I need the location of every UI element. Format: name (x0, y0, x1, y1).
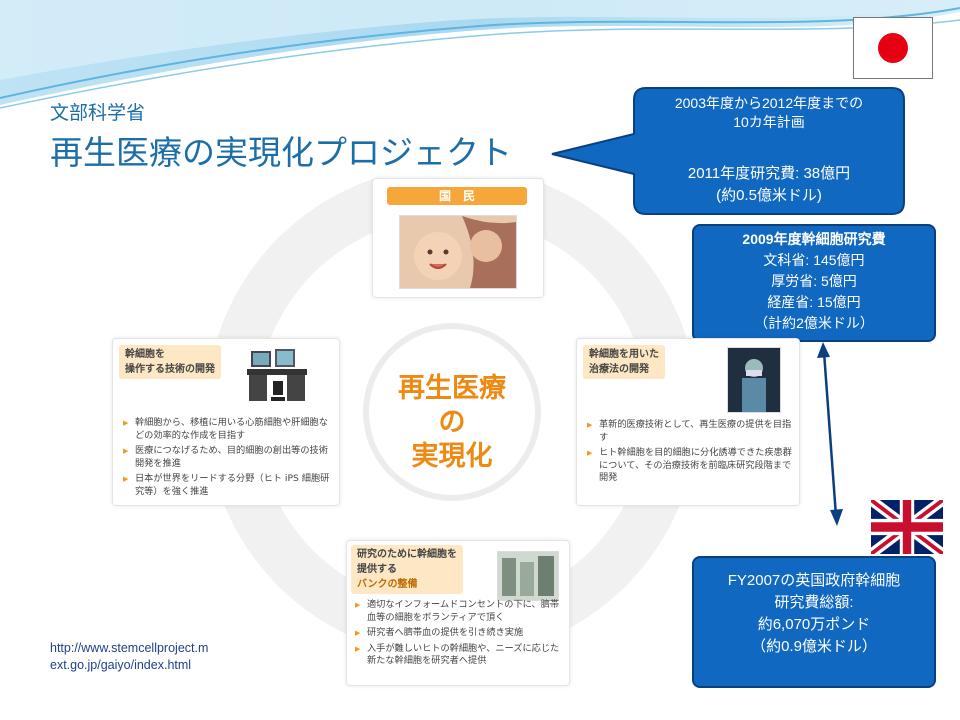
center-line1: 再生医療 (398, 373, 506, 404)
source-url-line1[interactable]: http://www.stemcellproject.m (50, 641, 209, 655)
japan-budget-text: 2011年度研究費: 38億円 (約0.5億米ドル) (636, 163, 902, 207)
technology-tag: 幹細胞を 操作する技術の開発 (119, 345, 221, 379)
japan-budget-callout (551, 87, 905, 215)
uk-budget-box (692, 556, 936, 688)
treatment-bullets: 革新的医療技術として、再生医療の提供を目指す ヒト幹細胞を目的細胞に分化誘導でき… (587, 419, 793, 488)
treatment-tag-line2: 治療法の開発 (589, 364, 649, 375)
technology-card: 幹細胞を 操作する技術の開発 幹細胞から、移植に用いる心筋細胞や肝細胞などの効率… (112, 338, 340, 506)
citizens-card: 国 民 (372, 178, 544, 298)
baby-photo (399, 215, 517, 289)
citizens-tag: 国 民 (387, 187, 527, 205)
japan-budget-line1: 2011年度研究費: 38億円 (687, 165, 851, 182)
japan-plan-line2: 10カ年計画 (733, 114, 805, 130)
bank-tag: 研究のために幹細胞を 提供するバンクの整備 (351, 545, 463, 594)
double-arrow-icon (817, 342, 843, 526)
technology-bullet-1: 幹細胞から、移植に用いる心筋細胞や肝細胞などの効率的な作成を目指す (123, 417, 331, 442)
bank-tag-line2b: バンクの整備 (357, 579, 418, 590)
bank-tag-line1: 研究のために幹細胞を (357, 549, 457, 560)
treatment-tag-line1: 幹細胞を用いた (589, 349, 659, 360)
technology-bullet-2: 医療につなげるため、目的細胞の創出等の技術開発を推進 (123, 445, 331, 470)
source-url[interactable]: http://www.stemcellproject.m ext.go.jp/g… (50, 640, 208, 674)
cell-bank-photo (497, 551, 559, 601)
bank-tag-line2a: 提供する (357, 564, 397, 575)
uk-budget-line3: 約6,070万ポンド (757, 616, 871, 633)
bank-bullets: 適切なインフォームドコンセントの下に、臍帯血等の細胞をボランティアで頂く 研究者… (355, 599, 565, 671)
diagram-rings (206, 178, 698, 658)
technology-tag-line1: 幹細胞を (125, 349, 165, 360)
uk-budget-line1: FY2007の英国政府幹細胞 (727, 572, 901, 589)
stem-cell-budget-text: 2009年度幹細胞研究費 文科省: 145億円 厚労省: 5億円 経産省: 15… (694, 229, 934, 334)
ministry-label: 文部科学省 (50, 102, 146, 124)
bank-bullet-2: 研究者へ臍帯血の提供を引き続き実施 (355, 627, 565, 640)
treatment-tag: 幹細胞を用いた 治療法の開発 (583, 345, 665, 379)
bank-bullet-1: 適切なインフォームドコンセントの下に、臍帯血等の細胞をボランティアで頂く (355, 599, 565, 624)
regenerative-medicine-diagram: 再生医療 の 実現化 国 民 幹細胞を 操作する技術の開発 幹細胞から、移植 (112, 178, 800, 686)
bank-bullet-3: 入手が難しいヒトの幹細胞や、ニーズに応じた新たな幹細胞を研究者へ提供 (355, 643, 565, 668)
stem-budget-mext: 文科省: 145億円 (763, 252, 865, 268)
lab-equipment-photo (247, 349, 307, 401)
diagram-center-title: 再生医療 の 実現化 (112, 372, 792, 474)
treatment-bullet-1: 革新的医療技術として、再生医療の提供を目指す (587, 419, 793, 444)
treatment-bullet-2: ヒト幹細胞を目的細胞に分化誘導できた疾患群について、その治療技術を前臨床研究段階… (587, 447, 793, 485)
uk-budget-line4: （約0.9億米ドル） (751, 638, 877, 655)
uk-budget-text: FY2007の英国政府幹細胞 研究費総額: 約6,070万ポンド （約0.9億米… (694, 570, 934, 658)
stem-budget-meti: 経産省: 15億円 (767, 294, 861, 310)
center-line3: 実現化 (411, 441, 493, 472)
header-wave-decoration (0, 0, 960, 109)
japan-budget-line2: (約0.5億米ドル) (716, 187, 822, 204)
japan-plan-line1: 2003年度から2012年度までの (674, 95, 864, 111)
surgery-photo (727, 347, 781, 413)
technology-tag-line2: 操作する技術の開発 (125, 364, 215, 375)
japan-plan-text: 2003年度から2012年度までの 10カ年計画 (636, 94, 902, 132)
stem-cell-budget-box (692, 224, 936, 342)
technology-bullet-3: 日本が世界をリードする分野（ヒト iPS 細胞研究等）を強く推進 (123, 473, 331, 498)
stem-budget-title: 2009年度幹細胞研究費 (742, 231, 886, 247)
technology-bullets: 幹細胞から、移植に用いる心筋細胞や肝細胞などの効率的な作成を目指す 医療につなげ… (123, 417, 331, 502)
stem-budget-total: （計約2億米ドル） (754, 315, 874, 331)
source-url-line2[interactable]: ext.go.jp/gaiyo/index.html (50, 658, 192, 672)
japan-flag-icon (853, 17, 933, 79)
treatment-card: 幹細胞を用いた 治療法の開発 革新的医療技術として、再生医療の提供を目指す ヒト… (576, 338, 800, 506)
center-line2: の (438, 407, 466, 438)
stem-budget-mhlw: 厚労省: 5億円 (771, 273, 857, 289)
uk-budget-line2: 研究費総額: (774, 594, 854, 611)
page-title: 再生医療の実現化プロジェクト (50, 133, 512, 172)
uk-flag-icon (871, 500, 943, 554)
